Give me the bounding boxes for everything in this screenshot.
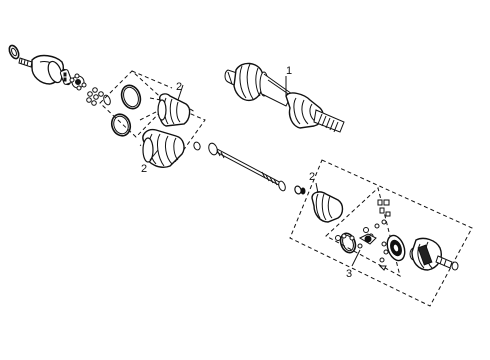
inner-joint-small-parts xyxy=(335,199,391,271)
callout-2-right: 2 xyxy=(309,171,315,183)
callout-2-lower-leader xyxy=(149,149,159,161)
callout-3-leader xyxy=(351,249,361,267)
callout-2-right-leader xyxy=(315,182,319,194)
outer-cv-joint-group xyxy=(8,44,111,106)
intermediate-shaft xyxy=(208,142,286,192)
inner-boot xyxy=(311,191,344,223)
upper-boot-clamp xyxy=(120,84,142,110)
outer-boot-upper xyxy=(157,93,191,127)
callout-2-upper-leader xyxy=(177,84,184,101)
callout-3: 3 xyxy=(346,268,352,280)
callout-1: 1 xyxy=(286,65,292,77)
callout-2-lower: 2 xyxy=(141,163,147,175)
callout-2-upper: 2 xyxy=(176,81,182,93)
outer-boot-lower xyxy=(142,128,185,168)
inner-tripod-housing xyxy=(386,234,459,271)
complete-axle-assembly xyxy=(224,62,345,133)
lower-boot-clamp xyxy=(110,113,132,137)
shaft-circlip xyxy=(193,141,201,151)
inner-joint-dashed-box xyxy=(289,159,473,307)
